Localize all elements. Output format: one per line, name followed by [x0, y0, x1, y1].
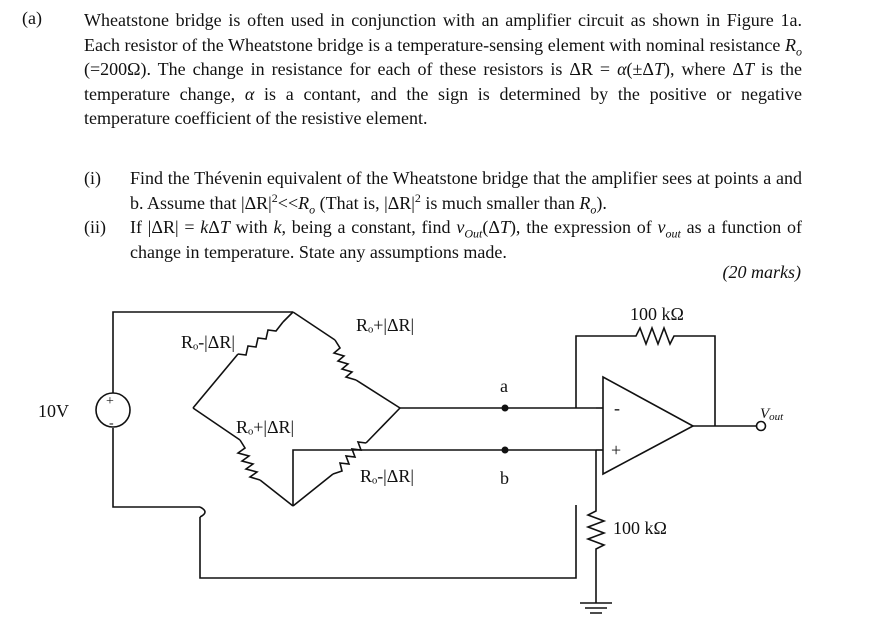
label-r-bottom-left: Rₒ+|ΔR| — [236, 417, 294, 437]
question-intro: Wheatstone bridge is often used in conju… — [84, 10, 802, 128]
wire-feedback-left — [575, 335, 628, 408]
wire-bottom-left — [199, 505, 577, 579]
wire-top — [112, 311, 293, 393]
bridge-left-wire — [192, 353, 239, 409]
bridge-bottom-right-upper-wire — [365, 407, 401, 444]
label-r-ground: 100 kΩ — [613, 518, 667, 538]
label-vout: Vout — [760, 406, 784, 423]
terminal-a — [501, 404, 509, 412]
wire-node-b — [292, 449, 596, 506]
resistor-top-right — [332, 339, 357, 381]
source-label: 10V — [38, 401, 69, 421]
bridge-left-bottom-wire — [192, 407, 241, 441]
resistor-bottom-right — [332, 441, 367, 475]
bridge-bottom-wire — [259, 479, 294, 507]
label-r-bottom-right: Rₒ-|ΔR| — [360, 466, 414, 486]
resistor-top-left — [237, 321, 284, 356]
resistor-ground — [585, 505, 607, 556]
source-plus: + — [106, 394, 114, 409]
question-part-i: (i) Find the Thévenin equivalent of the … — [84, 168, 802, 217]
label-r-feedback: 100 kΩ — [630, 304, 684, 324]
wire-source-bottom — [112, 428, 200, 508]
label-r-top-left: Rₒ-|ΔR| — [181, 332, 235, 352]
bridge-top-right-wire — [292, 311, 336, 341]
opamp-minus-label: - — [614, 398, 620, 418]
label-node-a: a — [500, 376, 508, 396]
terminal-b — [501, 446, 509, 454]
ground-icon — [580, 602, 612, 614]
marks-label: (20 marks) — [722, 262, 802, 282]
resistor-feedback — [628, 325, 680, 347]
source-minus: - — [109, 416, 114, 431]
terminal-vout — [755, 420, 767, 432]
wire-feedback-right — [680, 335, 716, 426]
voltage-source — [95, 392, 131, 428]
label-vout-v: V — [760, 406, 771, 422]
part-label: (a) — [22, 8, 42, 28]
label-vout-sub: out — [769, 411, 784, 423]
opamp-triangle — [602, 375, 695, 476]
bridge-right-wire — [355, 379, 401, 409]
opamp-plus-label: + — [611, 440, 621, 460]
resistor-bottom-left — [236, 439, 261, 481]
label-node-b: b — [500, 468, 509, 488]
bridge-top-left-wire — [282, 311, 294, 323]
label-r-top-right: Rₒ+|ΔR| — [356, 315, 414, 335]
bridge-bottom-right-wire — [292, 473, 334, 507]
wire-crossover — [199, 506, 206, 518]
question-part-ii: (ii) If |ΔR| = kΔT with k, being a const… — [84, 217, 802, 262]
